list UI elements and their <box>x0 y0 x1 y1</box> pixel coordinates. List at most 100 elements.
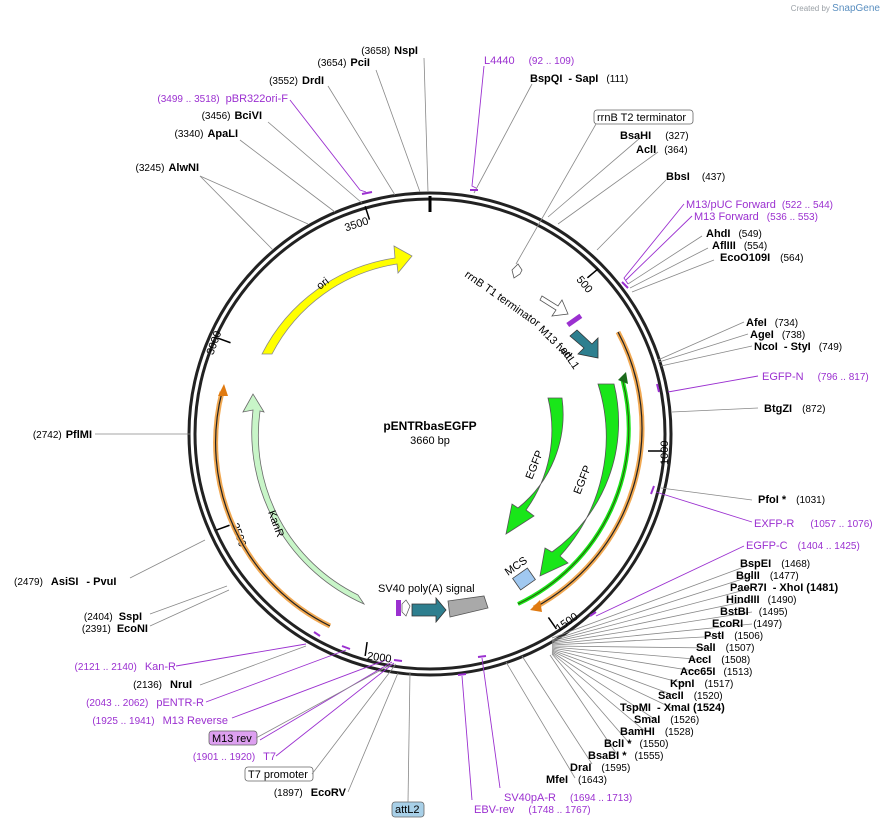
mcs-box <box>512 567 536 591</box>
tspmi-pos: - XmaI (1524) <box>657 702 725 714</box>
bamhi-pos: (1528) <box>665 727 694 738</box>
bglii-name: BglII <box>736 570 760 582</box>
acci-name: AccI <box>688 654 711 666</box>
ahdi-pos: (549) <box>738 229 761 240</box>
asisi-pos: (2479) <box>14 577 43 588</box>
svg-text:(3552)DrdI: (3552) DrdI <box>269 75 324 87</box>
bcli-name: BclI * <box>604 738 632 750</box>
apali-name: ApaLI <box>207 128 238 140</box>
primer-leaders <box>175 65 759 801</box>
svg-text:AclI(364): AclI(364) <box>636 144 688 156</box>
bcli-pos: (1550) <box>640 739 669 750</box>
svg-text:(3654)PciI: (3654)PciI <box>318 57 370 69</box>
rrnb-t2-arrow <box>511 263 523 279</box>
drdi-pos: (3552) <box>269 76 298 87</box>
svg-text:BbsI(437): BbsI(437) <box>666 171 725 183</box>
bamhi-name: BamHI <box>620 726 655 738</box>
bsabi-name: BsaBI * <box>588 750 627 762</box>
egfpc-range: (1404 .. 1425) <box>798 541 860 552</box>
egfp-inner-arrow <box>505 397 564 535</box>
plasmid-size: 3660 bp <box>410 435 450 447</box>
hindiii-name: HindIII <box>726 594 760 606</box>
svg-text:(2043 .. 2062)pENTR-R: (2043 .. 2062)pENTR-R <box>86 697 204 709</box>
bspqi-suffix: - SapI <box>568 73 598 85</box>
sv40par-name: SV40pA-R <box>504 792 556 804</box>
svg-text:SacII(1520): SacII(1520) <box>658 690 723 702</box>
mfei-name: MfeI <box>546 774 568 786</box>
nrui-name: NruI <box>170 679 192 691</box>
tick-500: 500 <box>574 274 595 296</box>
svg-text:EXFP-R(1057 .. 1076): EXFP-R(1057 .. 1076) <box>754 518 873 530</box>
pflmi-name: PflMI <box>66 429 92 441</box>
attl2-label: attL2 <box>395 804 419 816</box>
btgzi-name: BtgZI <box>764 403 792 415</box>
drdi-name: DrdI <box>302 75 324 87</box>
sali-name: SalI <box>696 642 716 654</box>
svg-text:M13/pUC Forward(522 .. 544): M13/pUC Forward(522 .. 544) <box>686 199 833 211</box>
backbone <box>187 191 673 677</box>
pbr322-range: (3499 .. 3518) <box>157 94 219 105</box>
backbone-inner <box>193 197 667 671</box>
mfei-pos: (1643) <box>578 775 607 786</box>
m13fwd-name: M13 Forward <box>694 211 759 223</box>
rrnb-t2-label: rrnB T2 terminator <box>597 112 686 124</box>
egfp-outer-label: EGFP <box>572 464 594 496</box>
svg-text:(3245)AlwNI: (3245)AlwNI <box>136 162 199 174</box>
sv40-label: SV40 poly(A) signal <box>378 583 475 595</box>
svg-text:(3658)NspI: (3658)NspI <box>361 45 418 57</box>
plasmid-name: pENTRbasEGFP <box>383 419 476 433</box>
kanr-label: KanR <box>265 509 286 539</box>
paer7i-name: PaeR7I <box>730 582 767 594</box>
agei-name: AgeI <box>750 329 774 341</box>
bstbi-pos: (1495) <box>759 607 788 618</box>
afei-pos: (734) <box>775 318 798 329</box>
attl2-teal-arrow <box>411 596 447 624</box>
svg-text:BtgZI(872): BtgZI(872) <box>764 403 825 415</box>
tick-1000: 1000 <box>659 441 671 465</box>
mcs-leaders <box>549 563 753 757</box>
sspi-pos: (2404) <box>84 612 113 623</box>
svg-text:NcoI- StyI(749): NcoI- StyI(749) <box>754 341 842 353</box>
svg-text:EGFP-C(1404 .. 1425): EGFP-C(1404 .. 1425) <box>746 540 860 552</box>
bspqi-name: BspQI <box>530 73 562 85</box>
ecorv-pos: (1897) <box>274 788 303 799</box>
t7-name: T7 <box>263 751 276 763</box>
svg-text:PstI(1506): PstI(1506) <box>704 630 763 642</box>
kanr-primer-name: Kan-R <box>145 661 176 673</box>
svg-text:BglII(1477): BglII(1477) <box>736 570 799 582</box>
nspi-pos: (3658) <box>361 46 390 57</box>
pcii-name: PciI <box>350 57 370 69</box>
alwni-pos: (3245) <box>136 163 165 174</box>
sv40par-range: (1694 .. 1713) <box>570 793 632 804</box>
svg-text:(3340)ApaLI: (3340)ApaLI <box>175 128 238 140</box>
svg-text:SV40pA-R(1694 .. 1713): SV40pA-R (1694 .. 1713) <box>504 792 632 804</box>
egfp-outer-arrow <box>539 383 619 577</box>
egfp-inner-label: EGFP <box>524 449 546 481</box>
svg-text:EGFP-N(796 .. 817): EGFP-N(796 .. 817) <box>762 371 869 383</box>
afliii-pos: (554) <box>744 241 767 252</box>
snapgene-logo: SnapGene <box>832 3 880 14</box>
svg-text:MfeI(1643): MfeI (1643) <box>546 774 607 786</box>
sspi-name: SspI <box>119 611 142 623</box>
svg-text:BspEI(1468): BspEI(1468) <box>740 558 810 570</box>
svg-text:(1925 .. 1941)M13 Reverse: (1925 .. 1941)M13 Reverse <box>92 715 228 727</box>
acci-pos: (1508) <box>721 655 750 666</box>
pfoi-name: PfoI * <box>758 494 787 506</box>
ecoo109i-pos: (564) <box>780 253 803 264</box>
t7-promoter-label: T7 promoter <box>248 769 308 781</box>
svg-text:(1897)EcoRV: (1897)EcoRV <box>274 787 347 799</box>
ecori-name: EcoRI <box>712 618 743 630</box>
labels-mcs: BspEI(1468) BglII(1477) PaeR7I- XhoI (14… <box>546 558 838 786</box>
bbsi-name: BbsI <box>666 171 690 183</box>
bsahi-name: BsaHI <box>620 130 651 142</box>
tick-2000: 2000 <box>366 650 392 665</box>
pfoi-pos: (1031) <box>796 495 825 506</box>
egfpn-range: (796 .. 817) <box>818 372 869 383</box>
m13-fwd-mark <box>566 313 583 328</box>
m13-rev-mark <box>396 600 401 616</box>
svg-text:BamHI(1528): BamHI (1528) <box>620 726 694 738</box>
m13rev-range: (1925 .. 1941) <box>92 716 154 727</box>
bsabi-pos: (1555) <box>635 751 664 762</box>
m13-fwd-label: M13 fwd <box>536 324 574 362</box>
